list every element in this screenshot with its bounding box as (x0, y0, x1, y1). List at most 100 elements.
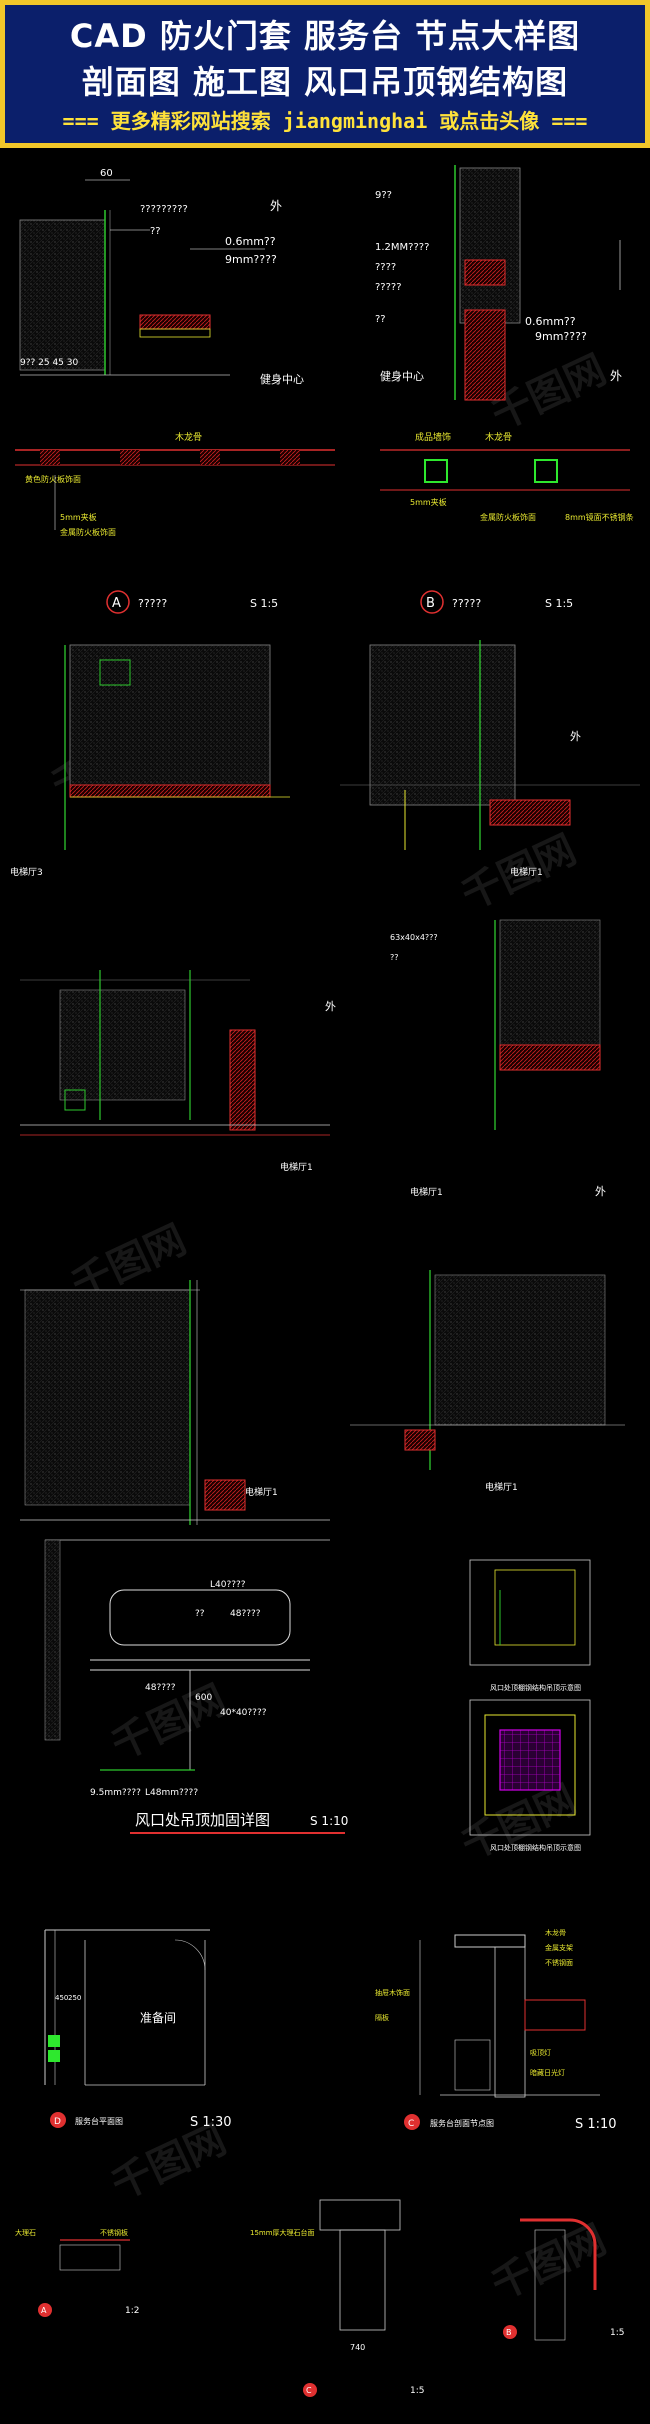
dim-label: ????? (375, 282, 402, 293)
section-marker-d (50, 2112, 66, 2128)
room-label: 电梯厅1 (245, 1486, 278, 1498)
dim-label: 9?? (375, 190, 392, 201)
section-marker (503, 2325, 517, 2339)
service-desk-section: 木龙骨 金属支架 不锈钢面 抽屉木饰面 吸顶灯 隔板 暗藏日光灯 C 服务台剖面… (375, 1928, 617, 2132)
dim-label: 40*40???? (220, 1708, 267, 1718)
title-banner-inner: CAD 防火门套 服务台 节点大样图 剖面图 施工图 风口吊顶钢结构图 === … (5, 5, 645, 143)
vent-plan-views: 风口处顶棚钢结构吊顶示意图 风口处顶棚钢结构吊顶示意图 (469, 1559, 591, 1852)
section-marker-letter: B (506, 2328, 512, 2337)
dim-label: ?? (195, 1609, 205, 1619)
section-d-drawing: 外 电梯厅1 (340, 640, 640, 878)
note-label: 金属防火板饰面 (60, 527, 116, 537)
service-desk-plan: 准备间 450 250 D 服务台平面图 S 1:30 (44, 1929, 232, 2130)
dim-label: 250 (68, 1994, 81, 2002)
thickness-label: 0.6mm?? (225, 235, 276, 248)
detail-caption: 服务台平面图 (75, 2116, 123, 2126)
section-b-drawing: 9?? 1.2MM???? ???? ????? ?? 0.6mm?? 9mm?… (375, 165, 634, 614)
outside-label: 外 (325, 1000, 336, 1013)
dim-label: 9?? 25 45 30 (20, 358, 78, 368)
scale-label: 1:5 (610, 2328, 624, 2338)
section-marker-letter: D (54, 2117, 61, 2127)
note-label: 不锈钢面 (545, 1958, 573, 1967)
detail-caption: 服务台剖面节点图 (430, 2118, 494, 2128)
room-label: 健身中心 (260, 372, 304, 386)
dim-label: 1.2MM???? (375, 242, 429, 253)
room-label: 健身中心 (380, 369, 424, 383)
room-label: 电梯厅1 (280, 1161, 313, 1173)
note-label: 黄色防火板饰面 (25, 474, 81, 484)
outside-label: 外 (270, 199, 282, 213)
note-label: 金属支架 (545, 1943, 573, 1952)
dim-label: 48???? (145, 1683, 176, 1693)
bottom-details: 大理石 不锈钢板 A 1:2 15mm厚大理石台面 740 C 1:5 B 1:… (15, 2199, 624, 2397)
thickness-label: 9mm???? (225, 253, 277, 266)
note-label: 抽屉木饰面 (375, 1988, 410, 1997)
section-marker-letter: A (41, 2306, 47, 2315)
note-label: 5mm夹板 (410, 497, 447, 507)
dim-label: ?? (150, 226, 161, 237)
title-banner: CAD 防火门套 服务台 节点大样图 剖面图 施工图 风口吊顶钢结构图 === … (0, 0, 650, 148)
thickness-label: 0.6mm?? (525, 315, 576, 328)
scale-label: S 1:5 (545, 597, 573, 610)
note-label: 金属防火板饰面 (480, 512, 536, 522)
section-g-drawing: 电梯厅1 (20, 1280, 330, 1525)
detail-caption: 风口处顶棚钢结构吊顶示意图 (490, 1843, 581, 1852)
section-marker-letter: C (408, 2119, 414, 2129)
room-label: 电梯厅1 (485, 1481, 518, 1493)
note-label: 吸顶灯 (530, 2048, 551, 2057)
thickness-label: 9mm???? (535, 330, 587, 343)
outside-label: 外 (595, 1185, 606, 1198)
dim-label: 9.5mm???? (90, 1788, 141, 1798)
dim-label: 63x40x4??? (390, 933, 438, 942)
cad-drawing-sheet: 千图网 千图网 千图网 千图网 千图网 千图网 千图网 千图网 千图网 60 ?… (10, 165, 640, 2397)
dim-label: ?? (390, 953, 399, 962)
section-marker-letter: B (426, 596, 435, 611)
note-label: 木龙骨 (545, 1928, 566, 1937)
section-f-drawing: 63x40x4??? ?? 电梯厅1 外 (390, 919, 606, 1198)
vent-ceiling-detail: L40???? ?? 48???? 48???? 600 40*40???? 9… (44, 1539, 348, 1834)
section-title: ????? (452, 597, 481, 610)
section-marker-a (106, 590, 130, 614)
dim-label: ????????? (140, 204, 188, 215)
note-label: 暗藏日光灯 (530, 2068, 565, 2077)
section-e-drawing: 外 电梯厅1 (20, 970, 336, 1173)
section-marker-c (404, 2114, 420, 2130)
dim-label: L40???? (210, 1580, 246, 1590)
section-a-drawing: 60 ????????? ?? 0.6mm?? 9mm???? 外 9?? 25… (15, 168, 335, 614)
note-label: 隔板 (375, 2013, 389, 2022)
dim-label: 600 (195, 1693, 212, 1703)
watermark: 千图网 (105, 2117, 233, 2209)
dim-label: 48???? (230, 1609, 261, 1619)
note-label: 8mm镜面不锈钢条 (565, 512, 634, 522)
note-label: 成品墙饰 (415, 431, 451, 443)
scale-label: 1:2 (125, 2306, 139, 2316)
detail-caption: 风口处顶棚钢结构吊顶示意图 (490, 1683, 581, 1692)
detail-title: 风口处吊顶加固详图 (135, 1811, 270, 1829)
section-marker (303, 2383, 317, 2397)
dim-label: 60 (100, 168, 113, 179)
note-label: 不锈钢板 (100, 2228, 128, 2237)
room-label: 电梯厅1 (510, 866, 543, 878)
dim-label: ???? (375, 262, 396, 273)
section-marker-letter: A (112, 596, 121, 611)
scale-label: S 1:30 (190, 2115, 232, 2130)
section-h-drawing: 电梯厅1 (350, 1270, 625, 1493)
banner-line-3: === 更多精彩网站搜索 jiangminghai 或点击头像 === (62, 109, 588, 133)
note-label: 5mm夹板 (60, 512, 97, 522)
scale-label: 1:5 (410, 2386, 424, 2396)
scale-label: S 1:10 (575, 2117, 617, 2132)
section-marker-b (420, 590, 444, 614)
section-marker (38, 2303, 52, 2317)
scale-label: S 1:5 (250, 597, 278, 610)
room-label: 准备间 (140, 2011, 176, 2025)
scale-label: S 1:10 (310, 1814, 348, 1828)
note-label: 大理石 (15, 2228, 36, 2237)
note-label: 15mm厚大理石台面 (250, 2228, 315, 2237)
section-title: ????? (138, 597, 167, 610)
section-marker-letter: C (306, 2386, 312, 2395)
note-label: 木龙骨 (485, 431, 512, 443)
outside-label: 外 (570, 730, 581, 743)
banner-line-1: CAD 防火门套 服务台 节点大样图 (69, 17, 581, 55)
drawing-canvas: 千图网 千图网 千图网 千图网 千图网 千图网 千图网 千图网 千图网 60 ?… (0, 150, 650, 2420)
dim-label: 450 (55, 1994, 68, 2002)
